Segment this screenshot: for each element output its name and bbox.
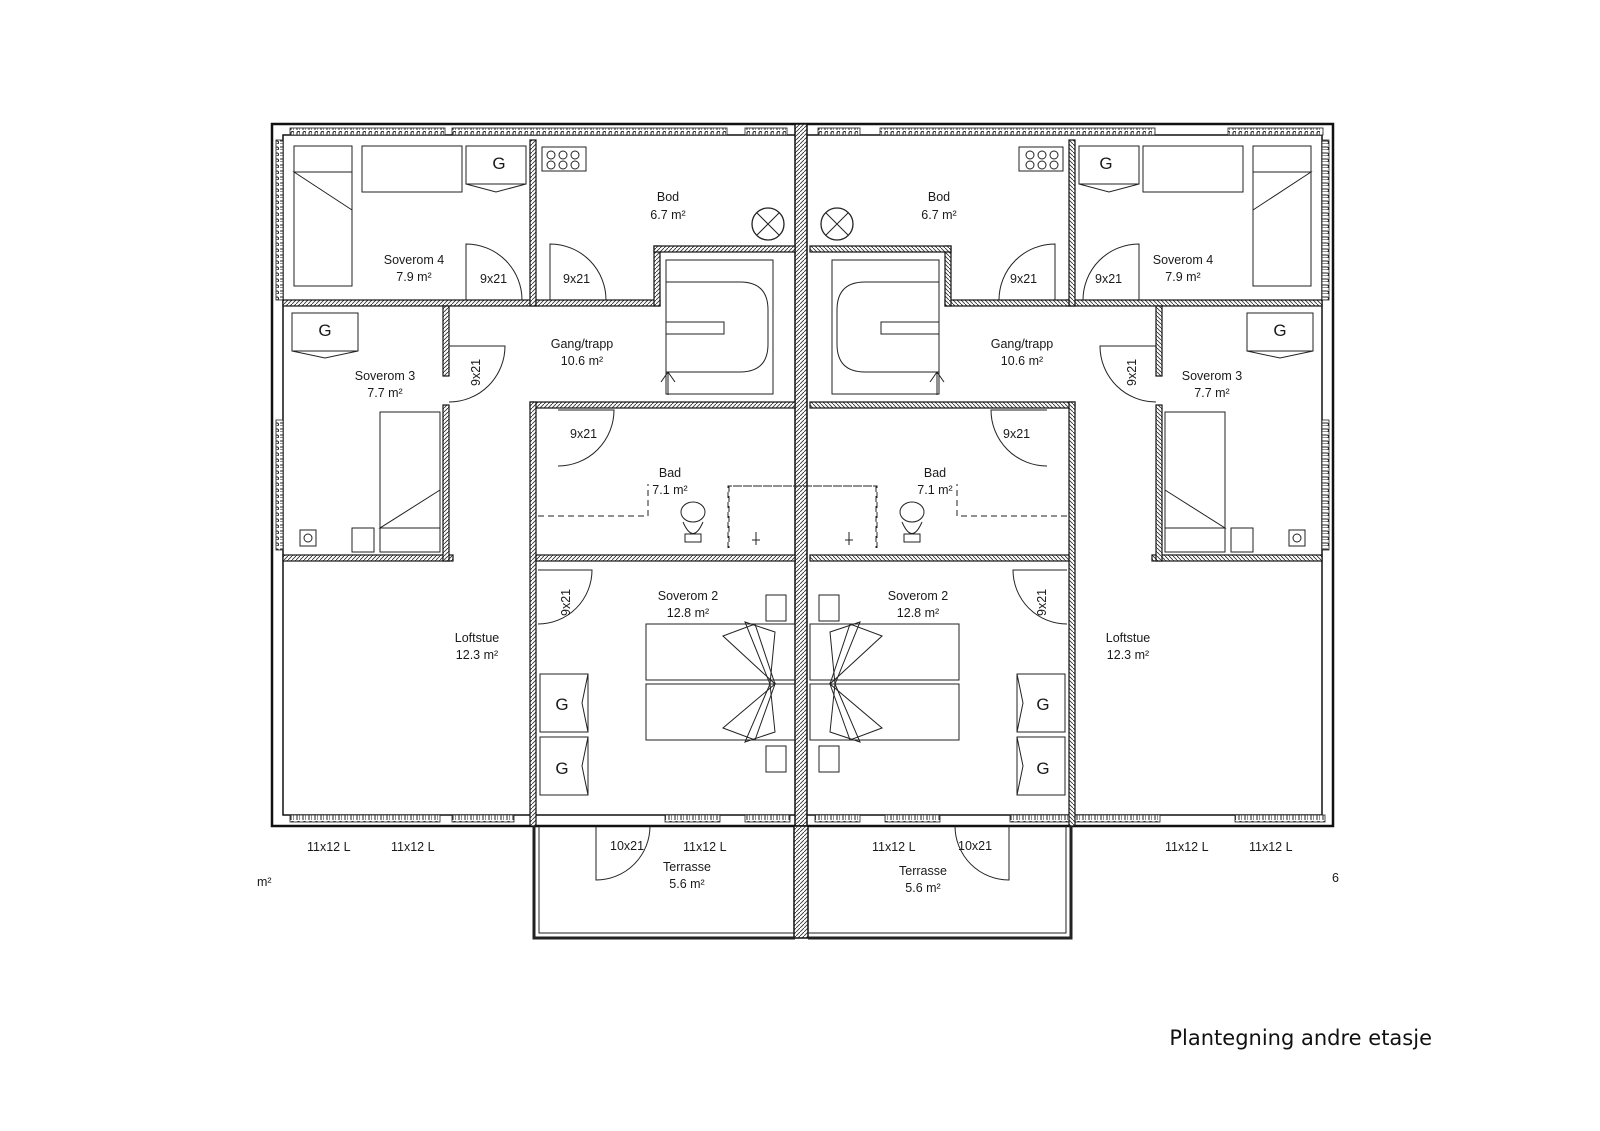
wardrobe-marks: G G G G G G G G [318,154,1286,778]
door-swings-right [954,243,1157,881]
page-number: 6 [1332,871,1339,885]
door-label: 9x21 [1125,359,1139,386]
room-soverom3-left-area: 7.7 m² [367,386,402,400]
terraces [532,826,1073,940]
room-bad-right-name: Bad [924,466,946,480]
room-loftstue-right-name: Loftstue [1106,631,1151,645]
door-label: 9x21 [480,272,507,286]
wardrobe-mark: G [555,759,568,778]
window-label: 11x12 L [683,840,727,854]
door-swings-left [448,243,651,881]
room-terrasse-right-area: 5.6 m² [905,881,940,895]
window-labels: 11x12 L 11x12 L 11x12 L 11x12 L 11x12 L … [307,840,1293,854]
edge-fragment: m² [257,875,272,889]
wardrobe-mark: G [555,695,568,714]
door-label: 10x21 [958,839,992,853]
door-label: 9x21 [1003,427,1030,441]
wardrobe-mark: G [318,321,331,340]
room-soverom3-right-area: 7.7 m² [1194,386,1229,400]
interior-walls-right [809,139,1323,827]
door-labels: 9x21 9x21 9x21 9x21 9x21 9x21 9x21 9x21 … [469,272,1139,853]
room-bad-left-area: 7.1 m² [652,483,687,497]
fixtures-left [291,145,877,796]
room-soverom3-right-name: Soverom 3 [1182,369,1242,383]
room-loftstue-left-name: Loftstue [455,631,500,645]
wardrobe-mark: G [1273,321,1286,340]
wardrobe-mark: G [1099,154,1112,173]
door-label: 9x21 [570,427,597,441]
room-gang-right-name: Gang/trapp [991,337,1054,351]
room-terrasse-left-name: Terrasse [663,860,711,874]
room-labels-left: Bod 6.7 m² Soverom 4 7.9 m² Soverom 3 7.… [355,190,718,891]
room-soverom4-left-name: Soverom 4 [384,253,444,267]
room-gang-left-area: 10.6 m² [561,354,603,368]
room-bad-right-area: 7.1 m² [917,483,952,497]
wardrobe-mark: G [1036,759,1049,778]
window-label: 11x12 L [1249,840,1293,854]
door-label: 9x21 [559,589,573,616]
room-gang-left-name: Gang/trapp [551,337,614,351]
wardrobe-mark: G [492,154,505,173]
window-label: 11x12 L [307,840,351,854]
drawing-caption: Plantegning andre etasje [1169,1026,1432,1050]
door-label: 9x21 [469,359,483,386]
side-windows [275,139,1330,551]
room-soverom4-right-area: 7.9 m² [1165,270,1200,284]
room-bod-left-name: Bod [657,190,679,204]
room-gang-right-area: 10.6 m² [1001,354,1043,368]
bottom-windows [289,814,1326,823]
wardrobe-mark: G [1036,695,1049,714]
door-label: 10x21 [610,839,644,853]
room-bod-right-area: 6.7 m² [921,208,956,222]
room-soverom2-left-area: 12.8 m² [667,606,709,620]
room-soverom4-right-name: Soverom 4 [1153,253,1213,267]
room-labels-right: Bod 6.7 m² Soverom 4 7.9 m² Soverom 3 7.… [888,190,1242,895]
door-label: 9x21 [563,272,590,286]
door-label: 9x21 [1010,272,1037,286]
room-terrasse-right-name: Terrasse [899,864,947,878]
window-label: 11x12 L [1165,840,1209,854]
room-soverom2-right-name: Soverom 2 [888,589,948,603]
window-label: 11x12 L [872,840,916,854]
interior-walls-left [282,139,796,827]
room-bad-left-name: Bad [659,466,681,480]
room-loftstue-left-area: 12.3 m² [456,648,498,662]
room-soverom3-left-name: Soverom 3 [355,369,415,383]
fixtures-right [728,145,1314,796]
room-soverom2-left-name: Soverom 2 [658,589,718,603]
window-label: 11x12 L [391,840,435,854]
door-label: 9x21 [1095,272,1122,286]
party-wall [793,123,809,939]
room-bod-right-name: Bod [928,190,950,204]
room-loftstue-right-area: 12.3 m² [1107,648,1149,662]
room-terrasse-left-area: 5.6 m² [669,877,704,891]
door-label: 9x21 [1035,589,1049,616]
room-soverom2-right-area: 12.8 m² [897,606,939,620]
room-bod-left-area: 6.7 m² [650,208,685,222]
top-windows [289,127,1324,136]
room-soverom4-left-area: 7.9 m² [396,270,431,284]
